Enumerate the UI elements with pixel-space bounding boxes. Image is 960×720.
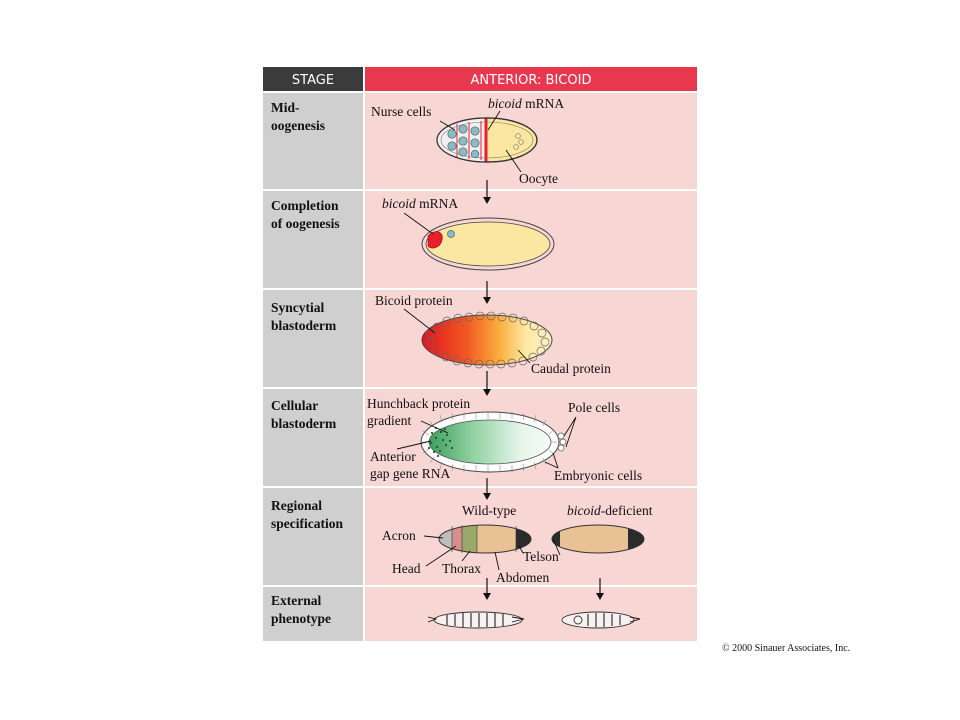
cell-columns (421, 412, 557, 472)
stage-cell (263, 389, 363, 486)
stage-header (263, 67, 363, 91)
label-telson: Telson (523, 549, 559, 564)
arrow-down-1 (483, 180, 491, 204)
stage-label-completion-1: Completion (271, 198, 339, 213)
bicoid-deficient-larva (561, 611, 641, 629)
nurse-cell-nuclei (447, 124, 480, 159)
deficient-suffix: -deficient (601, 503, 653, 518)
gap-gene-rna-dots (427, 426, 454, 458)
wild-type-larva (427, 611, 525, 629)
bicoid-italic: bicoid (488, 96, 522, 111)
label-bicoid-mrna-2: bicoid mRNA (382, 196, 458, 211)
stage-label-external-1: External (271, 593, 321, 608)
stage-label-mid-oogenesis-1: Mid- (271, 100, 300, 115)
stage-header-text: STAGE (292, 73, 334, 88)
syncytial-embryo-illustration (421, 311, 553, 369)
stage-column (263, 93, 363, 641)
label-bicoid-deficient: bicoid-deficient (567, 503, 653, 518)
label-acron: Acron (382, 528, 416, 543)
label-pole-cells: Pole cells (568, 400, 620, 415)
deficient-anterior-telson (552, 525, 560, 553)
stage-label-cellular-2: blastoderm (271, 416, 337, 431)
oocyte-mrna-illustration (421, 217, 555, 271)
arrow-down-2 (483, 281, 491, 304)
stage-cell (263, 587, 363, 641)
label-thorax: Thorax (442, 561, 481, 576)
stage-label-external-2: phenotype (271, 611, 331, 626)
cellular-embryo-illustration (420, 411, 567, 473)
stage-label-syncytial-2: blastoderm (271, 318, 337, 333)
pathway-cell (365, 587, 697, 641)
nurse-cell-membranes (456, 121, 482, 160)
pathway-header-text: ANTERIOR: BICOID (471, 73, 592, 88)
arrow-down-3 (483, 371, 491, 396)
syncytial-nuclei (425, 311, 550, 369)
head-region (452, 525, 463, 553)
label-caudal-protein: Caudal protein (531, 361, 611, 376)
label-bicoid-protein: Bicoid protein (375, 293, 453, 308)
bicoid-italic: bicoid (382, 196, 416, 211)
stage-label-regional-1: Regional (271, 498, 322, 513)
label-bicoid-mrna-1: bicoid mRNA (488, 96, 564, 111)
stage-label-syncytial-1: Syncytial (271, 300, 325, 315)
stage-label-mid-oogenesis-2: oogenesis (271, 118, 325, 133)
label-anterior-1: Anterior (370, 449, 416, 464)
stage-cell (263, 290, 363, 387)
stage-cell (263, 191, 363, 288)
mrna-suffix: mRNA (416, 196, 459, 211)
abdomen-region (477, 525, 517, 553)
stage-label-regional-2: specification (271, 516, 343, 531)
stage-cell (263, 93, 363, 189)
stage-cell (263, 488, 363, 585)
pathway-column (365, 93, 697, 641)
label-hunchback-1: Hunchback protein (367, 396, 470, 411)
label-embryonic-cells: Embryonic cells (554, 468, 642, 483)
mrna-suffix: mRNA (522, 96, 565, 111)
arrow-down-4 (483, 478, 491, 500)
pole-cell-cluster (557, 432, 567, 452)
label-oocyte: Oocyte (519, 171, 558, 186)
label-wild-type: Wild-type (462, 503, 516, 518)
stage-label-completion-2: of oogenesis (271, 216, 340, 231)
label-nurse-cells: Nurse cells (371, 104, 431, 119)
copyright-notice: © 2000 Sinauer Associates, Inc. (722, 643, 851, 654)
pathway-header (365, 67, 697, 91)
arrow-down-wild-type (483, 578, 491, 600)
label-head: Head (392, 561, 421, 576)
label-hunchback-2: gradient (367, 413, 411, 428)
bicoid-italic: bicoid (567, 503, 601, 518)
label-abdomen: Abdomen (496, 570, 549, 585)
bicoid-deficient-embryo (551, 524, 645, 554)
label-anterior-2: gap gene RNA (370, 466, 450, 481)
arrow-down-deficient (596, 578, 604, 600)
thorax-region (462, 525, 478, 553)
stage-label-cellular-1: Cellular (271, 398, 318, 413)
